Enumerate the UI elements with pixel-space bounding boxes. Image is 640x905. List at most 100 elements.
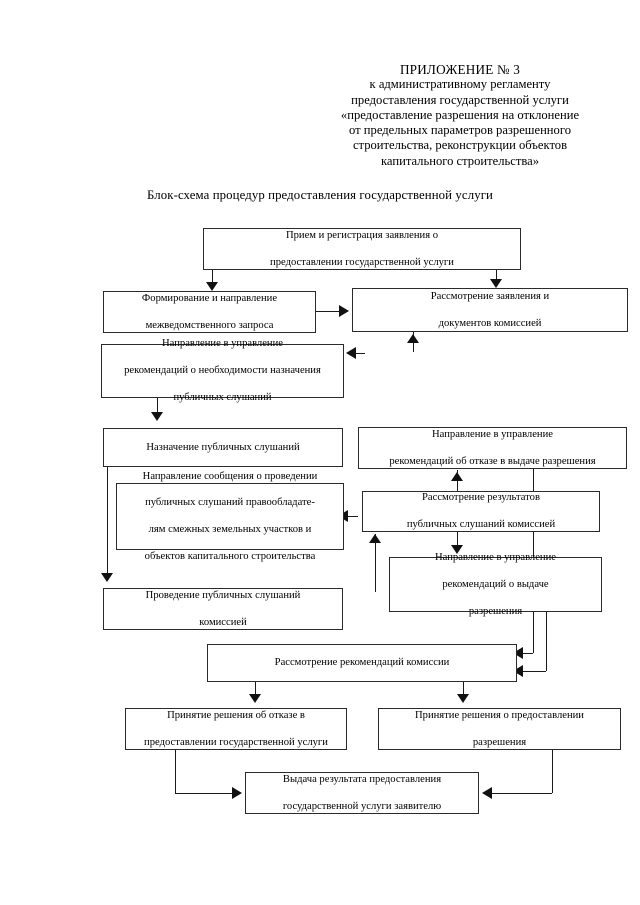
- arrowhead-feedback-n3: [407, 334, 419, 343]
- appendix-header: ПРИЛОЖЕНИЕ № 3 к административному регла…: [300, 62, 620, 169]
- node-line: Назначение публичных слушаний: [146, 441, 300, 453]
- flow-node-naznachenie-slushaniy[interactable]: Назначение публичных слушаний: [103, 428, 343, 467]
- connector-n5-n10: [107, 467, 108, 575]
- flow-node-label: Принятие решения о предоставлении разреш…: [383, 709, 616, 749]
- node-line: Прием и регистрация заявления о: [285, 229, 439, 241]
- node-line: разрешения: [472, 736, 527, 748]
- flow-node-priem-registraciya[interactable]: Прием и регистрация заявления о предоста…: [203, 228, 521, 270]
- flow-node-label: Рассмотрение результатов публичных слуша…: [367, 491, 595, 531]
- arrowhead-n5-n10: [101, 573, 113, 582]
- flow-node-label: Направление в управление рекомендаций о …: [106, 337, 339, 404]
- flow-node-label: Рассмотрение заявления и документов коми…: [357, 290, 623, 330]
- arrowhead-n8-n6: [451, 472, 463, 481]
- node-line: Рассмотрение заявления и: [430, 290, 550, 302]
- connector-n11-n13: [463, 682, 464, 696]
- connector-n8-n7: [344, 516, 358, 517]
- flow-node-reshenie-o-predostavlenii[interactable]: Принятие решения о предоставлении разреш…: [378, 708, 621, 750]
- node-line: Формирование и направление: [141, 292, 278, 304]
- flow-node-label: Принятие решения об отказе в предоставле…: [130, 709, 342, 749]
- arrowhead-n3-n4: [346, 347, 356, 359]
- node-line: Проведение публичных слушаний: [145, 589, 301, 601]
- connector-n9-n11-h: [517, 671, 546, 672]
- node-line: разрешения: [468, 605, 523, 617]
- header-line-4: «предоставление разрешения на отклонение: [340, 107, 580, 122]
- flow-node-label: Прием и регистрация заявления о предоста…: [208, 229, 516, 269]
- arrowhead-n11-n12: [249, 694, 261, 703]
- connector-n4-n5: [157, 398, 158, 414]
- header-line-2: к административному регламенту: [369, 77, 551, 92]
- header-line-1: ПРИЛОЖЕНИЕ № 3: [399, 62, 521, 77]
- arrowhead-n2-n3: [339, 305, 349, 317]
- flow-node-napravlenie-rekomendaciy-slushaniya[interactable]: Направление в управление рекомендаций о …: [101, 338, 344, 403]
- node-line: Направление сообщения о проведении: [142, 470, 318, 482]
- header-line-5: от предельных параметров разрешенного: [349, 123, 571, 138]
- header-line-7: капитального строительства»: [380, 153, 539, 168]
- connector-n6-n11-h: [517, 653, 533, 654]
- connector-n1-n2: [212, 270, 213, 285]
- connector-n8-n6: [457, 470, 458, 492]
- flow-node-rassmotrenie-rezultatov[interactable]: Рассмотрение результатов публичных слуша…: [362, 491, 600, 532]
- node-line: Выдача результата предоставления: [282, 773, 442, 785]
- flow-node-provedenie-slushaniy[interactable]: Проведение публичных слушаний комиссией: [103, 588, 343, 630]
- node-line: документов комиссией: [438, 317, 542, 329]
- node-line: комиссией: [199, 616, 247, 628]
- header-line-3: предоставления государственной услуги: [351, 92, 569, 107]
- node-line: предоставлении государственной услуги: [270, 256, 454, 268]
- node-line: публичных слушаний: [173, 392, 272, 404]
- arrowhead-n1-n3: [490, 279, 502, 288]
- flow-node-label: Формирование и направление межведомствен…: [108, 292, 311, 332]
- node-line: Направление в управление: [162, 338, 283, 350]
- node-line: объектов капитального строительства: [144, 551, 316, 563]
- arrowhead-n8-n9: [451, 545, 463, 554]
- connector-n13-n14-v: [552, 750, 553, 793]
- flow-node-label: Направление сообщения о проведении публи…: [121, 470, 339, 564]
- node-line: лям смежных земельных участков и: [148, 524, 312, 536]
- connector-n9-n11: [546, 612, 547, 671]
- flow-node-reshenie-ob-otkaze[interactable]: Принятие решения об отказе в предоставле…: [125, 708, 347, 750]
- connector-n11-n12: [255, 682, 256, 696]
- node-line: рекомендаций о выдаче: [442, 578, 549, 590]
- flow-node-napravlenie-soobshcheniya[interactable]: Направление сообщения о проведении публи…: [116, 471, 344, 562]
- flow-node-rekomendacii-ob-otkaze[interactable]: Направление в управление рекомендаций об…: [358, 427, 627, 469]
- connector-n13-n14-h: [492, 793, 552, 794]
- node-line: публичных слушаний комиссией: [406, 519, 556, 531]
- node-line: рекомендаций об отказе в выдаче разрешен…: [389, 455, 596, 467]
- connector-n3-n4: [355, 353, 365, 354]
- flow-node-label: Проведение публичных слушаний комиссией: [108, 589, 338, 629]
- node-line: Принятие решения об отказе в: [167, 709, 305, 721]
- node-line: Рассмотрение рекомендаций комиссии: [274, 657, 450, 669]
- node-line: межведомственного запроса: [145, 319, 274, 331]
- node-line: Направление в управление: [432, 428, 553, 440]
- flow-node-label: Назначение публичных слушаний: [108, 441, 338, 454]
- flow-node-formirovanie-zaprosa[interactable]: Формирование и направление межведомствен…: [103, 291, 316, 333]
- arrowhead-n9-n11: [513, 665, 523, 677]
- arrowhead-n10-n8: [369, 534, 381, 543]
- connector-n8-n9: [457, 532, 458, 550]
- flow-node-rassmotrenie-rekomendaciy[interactable]: Рассмотрение рекомендаций комиссии: [207, 644, 517, 682]
- flow-node-label: Направление в управление рекомендаций о …: [394, 551, 597, 618]
- flow-node-label: Рассмотрение рекомендаций комиссии: [212, 656, 512, 669]
- connector-n10-n8: [375, 534, 376, 592]
- flow-node-rassmotrenie-zayavleniya[interactable]: Рассмотрение заявления и документов коми…: [352, 288, 628, 332]
- header-line-6: строительства, реконструкции объектов: [352, 138, 568, 153]
- arrowhead-n6-n11: [513, 647, 523, 659]
- flow-node-vydacha-rezultata[interactable]: Выдача результата предоставления государ…: [245, 772, 479, 814]
- arrowhead-n1-n2: [206, 282, 218, 291]
- node-line: государственной услуги заявителю: [282, 800, 442, 812]
- arrowhead-n13-n14: [482, 787, 492, 799]
- flow-node-label: Направление в управление рекомендаций об…: [363, 428, 622, 468]
- node-line: Направление в управление: [435, 551, 556, 563]
- connector-n1-n3: [496, 270, 497, 282]
- arrowhead-n12-n14: [232, 787, 242, 799]
- flow-node-label: Выдача результата предоставления государ…: [250, 773, 474, 813]
- node-line: публичных слушаний правообладате-: [145, 497, 315, 509]
- node-line: Принятие решения о предоставлении: [415, 709, 584, 721]
- node-line: рекомендаций о необходимости назначения: [124, 365, 321, 377]
- node-line: Рассмотрение результатов: [422, 492, 540, 504]
- arrowhead-n11-n13: [457, 694, 469, 703]
- flow-node-rekomendacii-o-vydache[interactable]: Направление в управление рекомендаций о …: [389, 552, 602, 617]
- arrowhead-n4-n5: [151, 412, 163, 421]
- connector-n12-n14-v: [175, 750, 176, 793]
- flowchart-title: Блок-схема процедур предоставления госуд…: [147, 188, 493, 202]
